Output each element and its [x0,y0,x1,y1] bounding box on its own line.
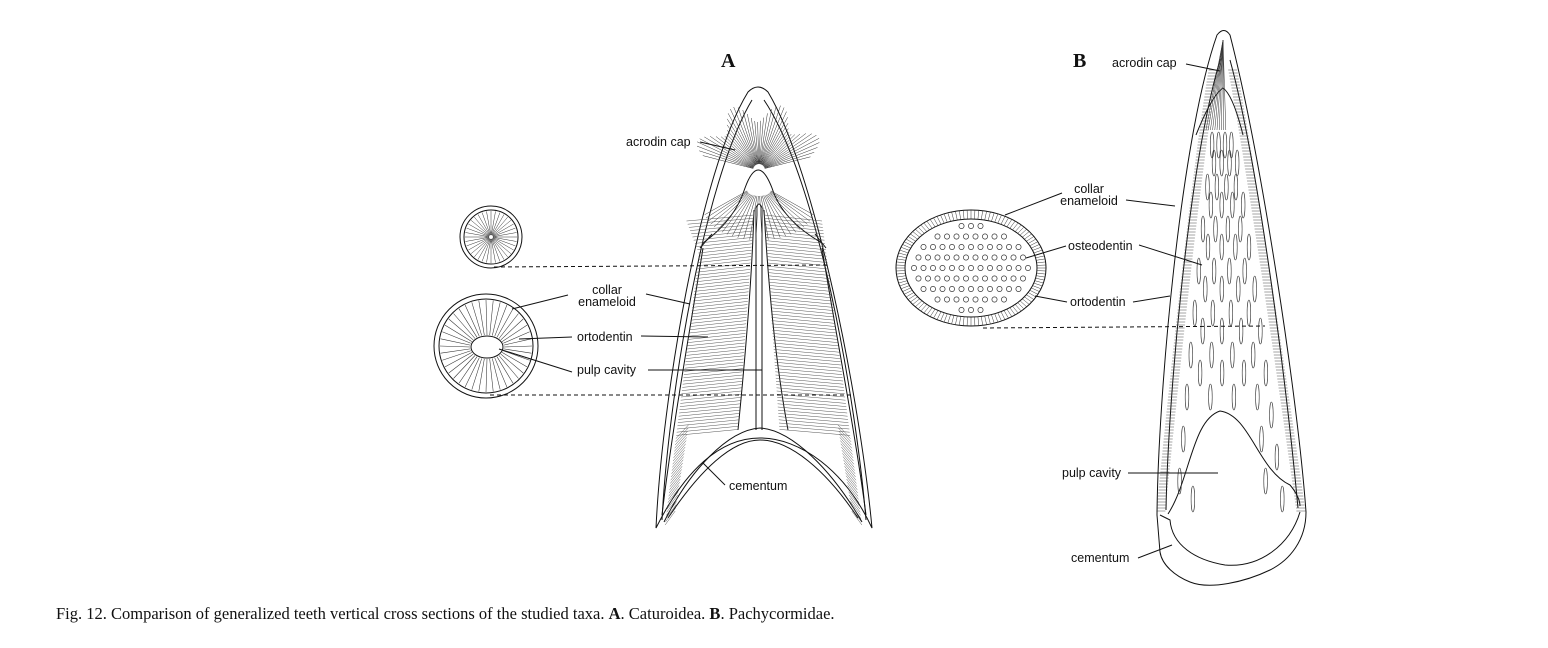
tooth-b-collar-hatch-right [1228,69,1306,512]
label-b-pulp-cavity: pulp cavity [1062,466,1122,480]
tooth-a-dentine-hatching-left [664,214,755,526]
tooth-a-dentine-boundary-right [763,209,867,516]
tooth-b-outline [1156,30,1307,586]
label-b-acrodin-cap: acrodin cap [1112,56,1177,70]
label-b-osteodentin: osteodentin [1068,239,1133,253]
caption-a-letter: A [608,604,621,623]
leader-b-ortodentin-ellipse [1034,295,1068,303]
label-a-enameloid: enameloid [578,295,636,309]
tooth-a-outline [655,86,873,529]
section-a-small-circle [459,205,523,269]
section-b-dashed-line [982,325,1266,329]
leader-a-ortodentin-tooth [640,335,709,338]
tooth-a-cementum-arch-inner [667,439,859,519]
caption-a-text: . Caturoidea. [620,604,710,623]
label-b-cementum: cementum [1071,551,1129,565]
leader-b-collar-tooth [1125,199,1176,207]
label-a-collar: collar [592,283,622,297]
leader-a-cementum [702,462,726,486]
teeth-cross-section-figure: A [433,30,1307,586]
label-a-ortodentin: ortodentin [577,330,633,344]
leader-a-pulp-circle [498,348,573,373]
figure-caption: Fig. 12. Comparison of generalized teeth… [56,604,1516,624]
caption-prefix: Fig. 12. Comparison of generalized teeth… [56,604,609,623]
tooth-a-pulp-canal [755,203,763,430]
section-a-large-circle [433,293,539,399]
tooth-b-enameloid-inner [1165,59,1299,511]
tooth-a-dentine-boundary-left [661,209,755,516]
tooth-b-pulp-cavity [1167,410,1301,515]
leader-b-ortodentin-tooth [1132,295,1171,303]
label-a-pulp-cavity: pulp cavity [577,363,637,377]
section-b-ellipse [895,209,1047,327]
leader-b-cementum [1137,544,1173,559]
tooth-a-acrodin-radials [696,105,820,241]
leader-a-collar-circle [511,294,569,310]
tooth-b-collar-hatch-left [1156,69,1218,512]
leader-a-acrodin-cap [699,141,736,151]
tooth-a-cementum-arch [663,427,863,523]
label-a-cementum: cementum [729,479,787,493]
tooth-b-acrodin-boundary [1195,87,1244,136]
panel-a-diagram: A [433,50,873,529]
label-b-collar: collar [1074,182,1104,196]
caption-b-letter: B [709,604,721,623]
tooth-b-cementum-inner [1159,511,1301,566]
leader-a-ortodentin-circle [518,336,573,340]
panel-b-letter: B [1073,50,1086,72]
tooth-b-acrodin-lines [1205,39,1227,131]
section-a-upper-dashed-line [493,264,831,268]
leader-b-osteodentin-tooth [1138,244,1203,266]
tooth-a-collar-notch-left [699,233,713,249]
tooth-a-dentine-hatching-right [763,214,863,526]
label-b-ortodentin: ortodentin [1070,295,1126,309]
leader-b-collar-ellipse [1004,192,1063,216]
caption-b-text: . Pachycormidae. [720,604,835,623]
label-b-enameloid: enameloid [1060,194,1118,208]
panel-a-letter: A [721,50,736,72]
panel-b-diagram: B acrodin cap [895,30,1307,586]
leader-b-acrodin-cap [1185,63,1221,72]
label-a-acrodin-cap: acrodin cap [626,135,691,149]
leader-b-osteodentin-ellipse [1025,245,1067,259]
tooth-b-osteodentin-canals [1177,131,1285,513]
leader-a-collar-tooth [645,293,691,305]
tooth-a-enameloid-line [661,99,867,521]
